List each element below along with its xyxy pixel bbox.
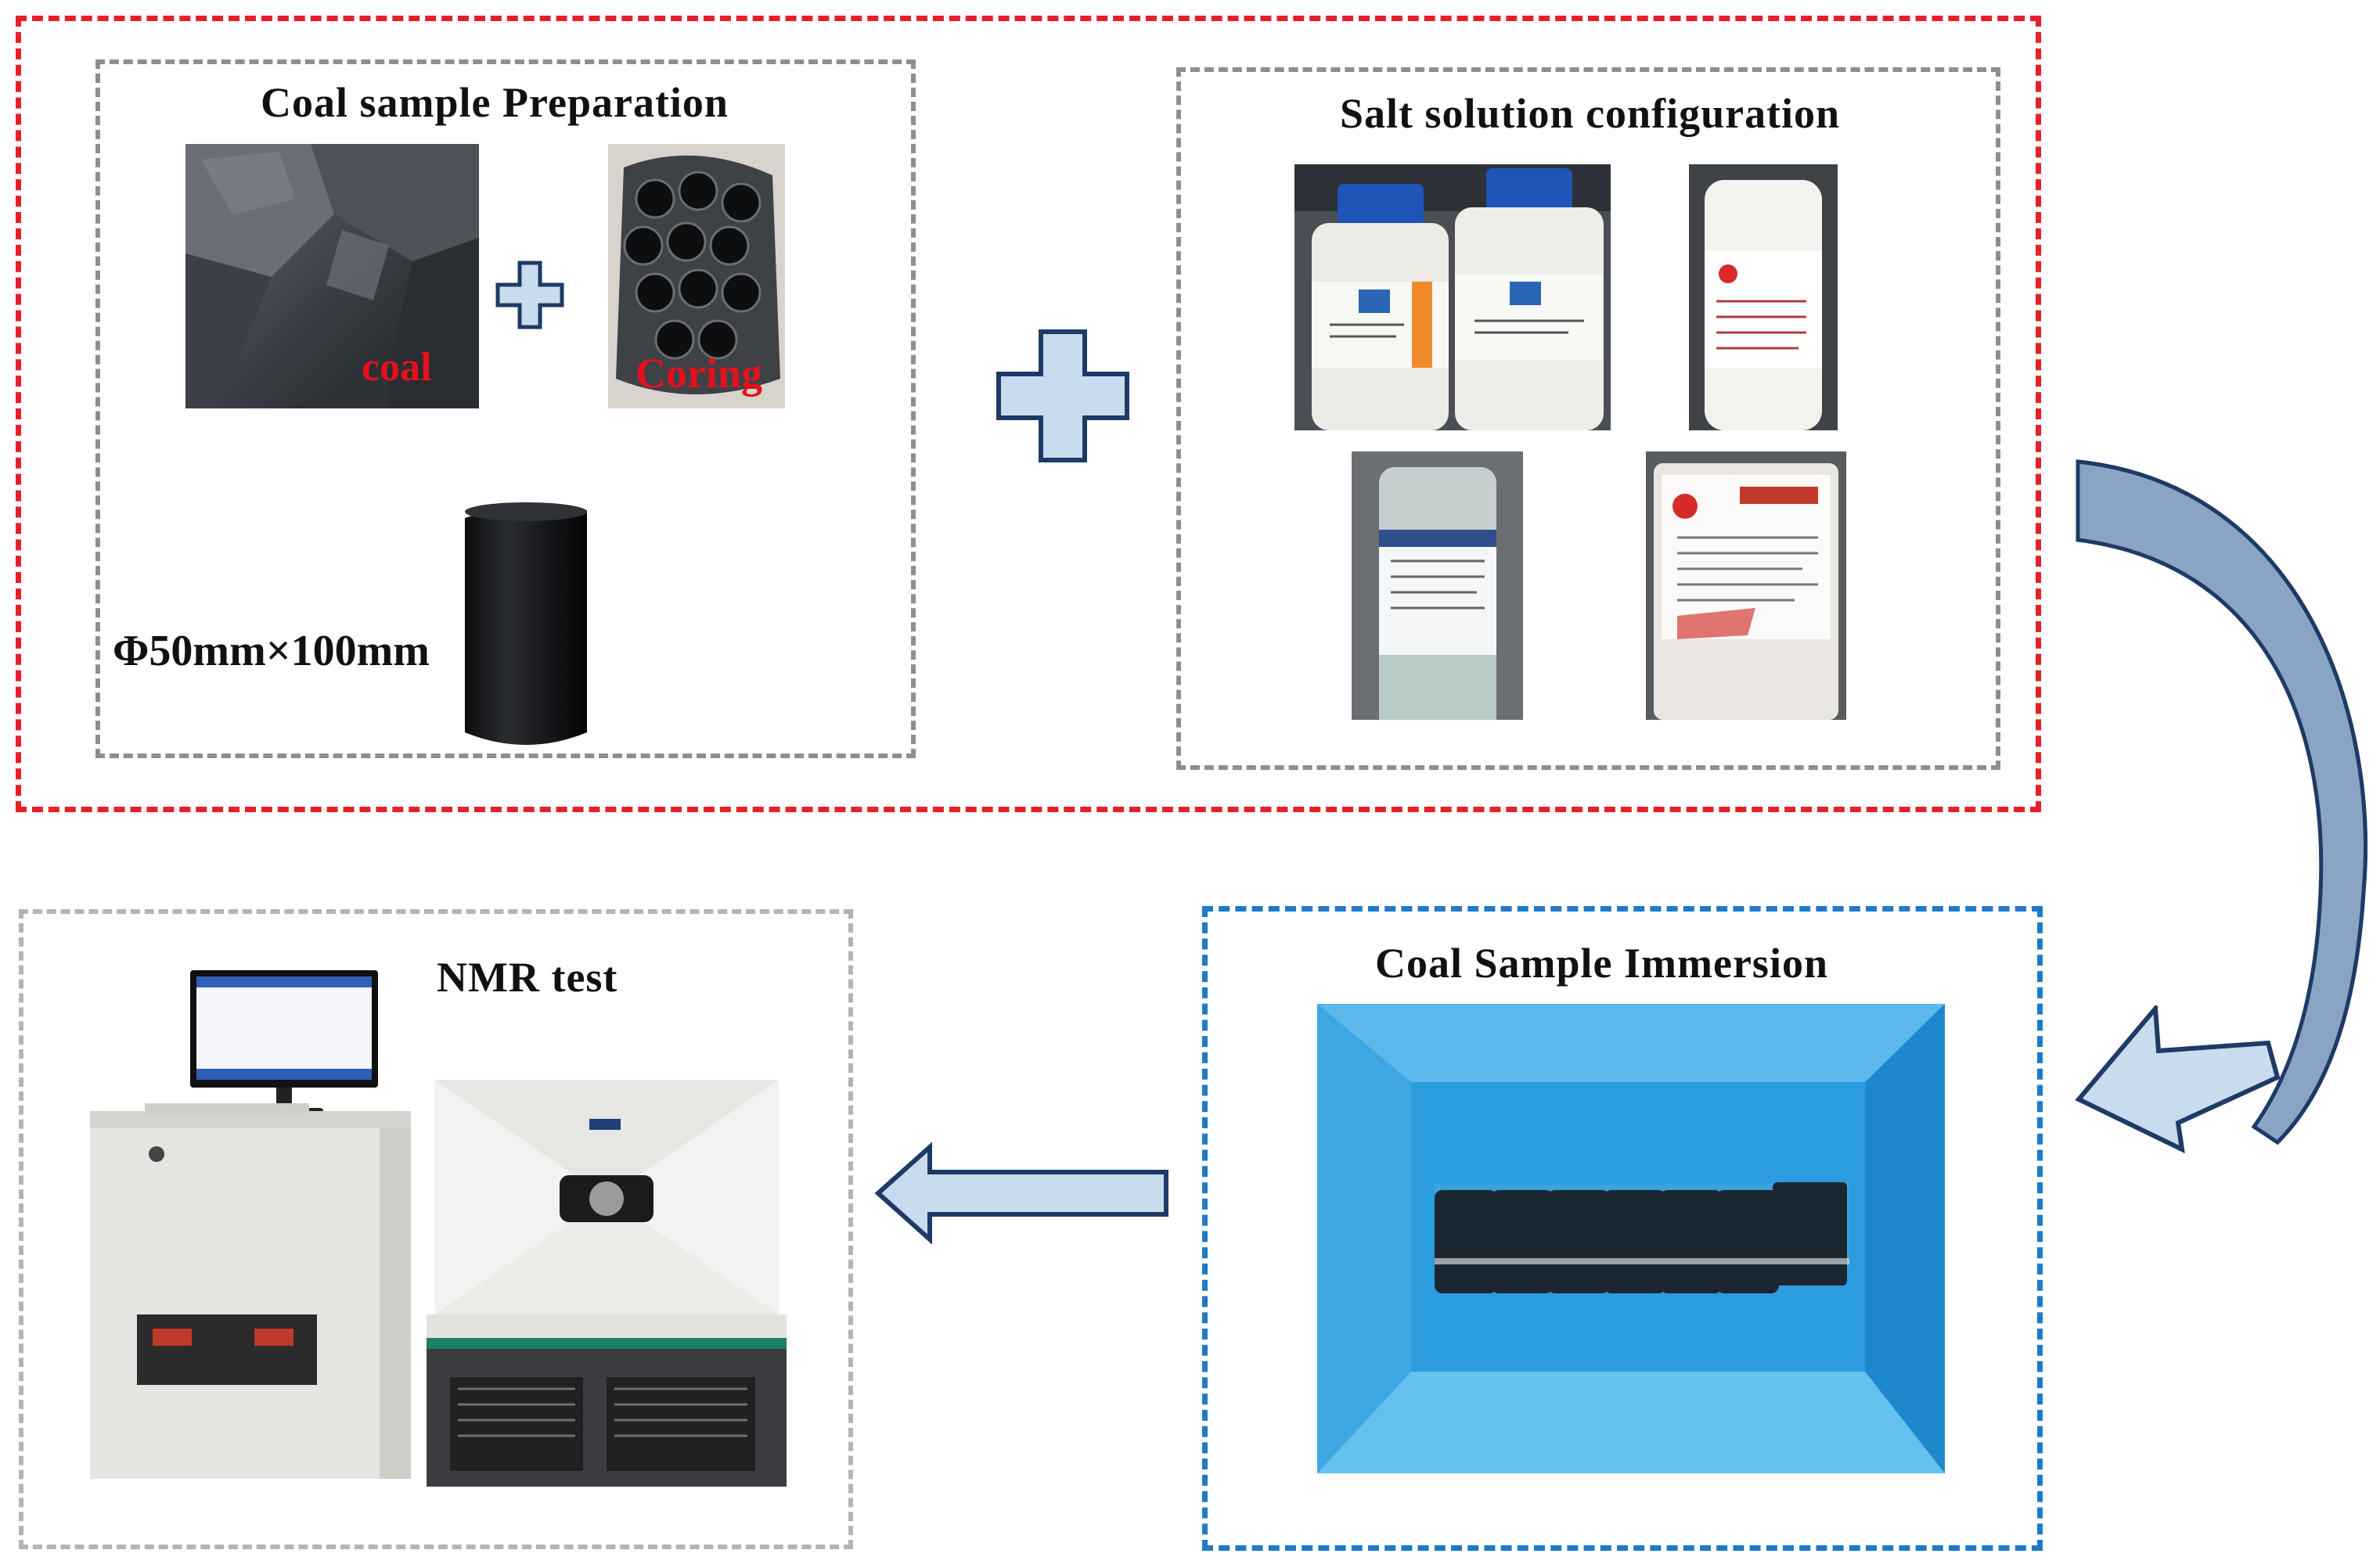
distilled-water-photo <box>1646 451 1846 720</box>
plus-icon <box>994 327 1132 465</box>
curved-arrow-icon <box>2066 454 2379 1158</box>
coal-preparation-title: Coal sample Preparation <box>261 79 729 126</box>
nmr-title: NMR test <box>437 954 618 1001</box>
reagent-bottle-photo <box>1689 164 1838 430</box>
coring-block-photo <box>608 144 785 408</box>
preparation-stage-frame <box>16 16 2041 812</box>
curved-arrow-head <box>2072 1005 2307 1154</box>
coal-label: coal <box>362 345 432 390</box>
nmr-console-cabinet <box>90 1103 419 1479</box>
immersion-title: Coal Sample Immersion <box>1375 940 1828 987</box>
dimension-label: Φ50mm×100mm <box>113 627 430 675</box>
reagent-bottles-photo <box>1294 164 1611 430</box>
glass-bottle-photo <box>1352 451 1523 720</box>
salt-solution-panel <box>1176 67 2000 770</box>
coal-lumps-photo <box>185 144 479 408</box>
coring-label: Coring <box>636 350 762 397</box>
coal-preparation-panel <box>95 59 916 758</box>
salt-solution-title: Salt solution configuration <box>1340 90 1841 137</box>
immersion-panel <box>1202 906 2043 1551</box>
immersion-photo <box>1317 1004 1945 1473</box>
plus-icon <box>495 260 565 330</box>
nmr-magnet-unit <box>427 1080 787 1487</box>
nmr-panel <box>19 909 853 1549</box>
coal-cylinder-sample <box>460 501 592 751</box>
left-arrow-icon <box>873 1142 1172 1244</box>
